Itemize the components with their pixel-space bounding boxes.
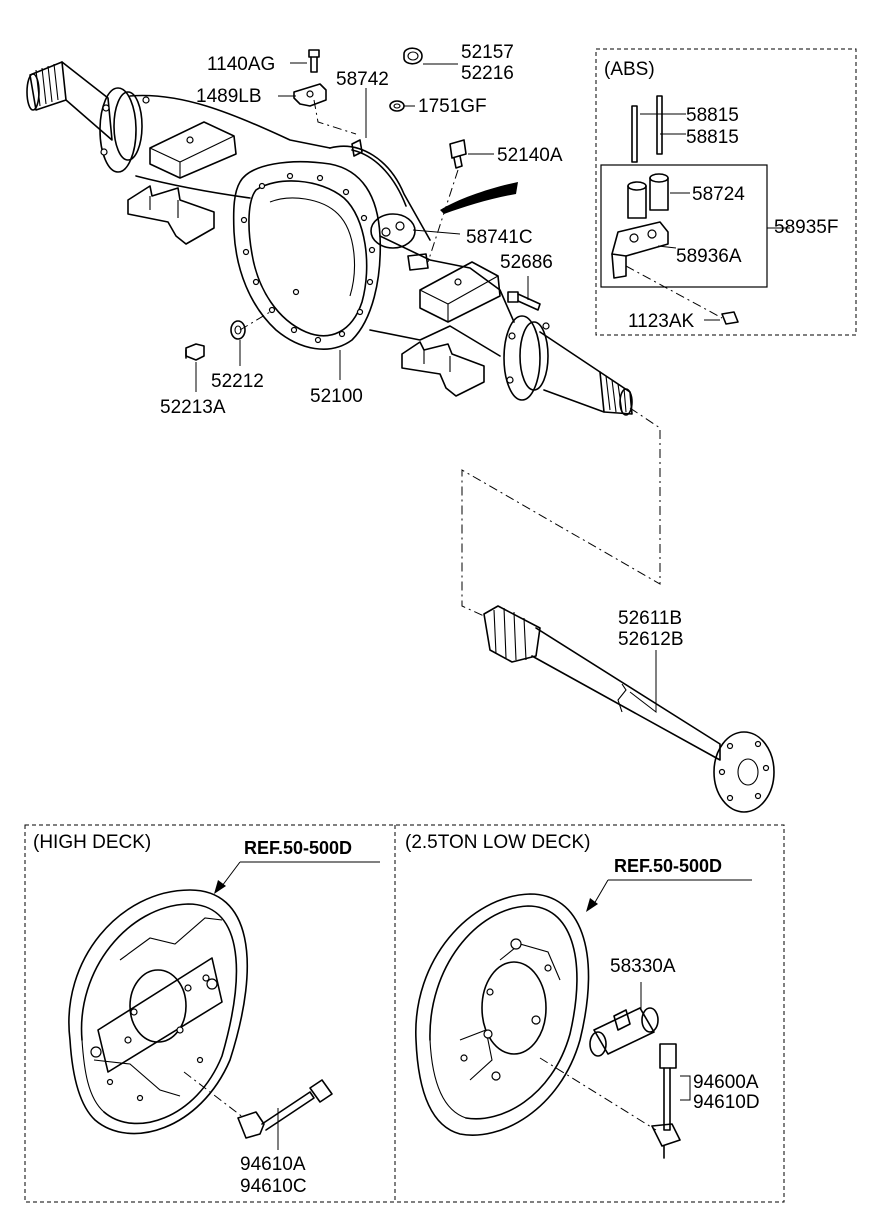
label-58330A: 58330A <box>610 956 676 977</box>
label-58741C: 58741C <box>466 227 533 248</box>
plug-52213A-icon <box>185 343 205 361</box>
bolt-52686-icon <box>507 291 541 311</box>
low-deck-ref: REF.50-500D <box>614 856 722 876</box>
label-52612B: 52612B <box>618 629 684 650</box>
arrow-indicator-icon <box>440 182 518 214</box>
label-58742: 58742 <box>336 69 389 90</box>
abs-bracket-icon <box>611 221 669 279</box>
abs-label-58936A: 58936A <box>676 246 742 267</box>
abs-label-58935F: 58935F <box>774 217 838 238</box>
cap-52157-icon <box>403 47 423 65</box>
breather-52140A-icon <box>449 139 467 169</box>
abs-sensor-kit-box <box>600 164 768 288</box>
low-deck-title: (2.5TON LOW DECK) <box>405 832 590 853</box>
label-94610D: 94610D <box>693 1092 760 1113</box>
washer-1751GF-icon <box>389 100 405 112</box>
high-deck-title: (HIGH DECK) <box>33 832 151 853</box>
bottom-group-box <box>24 824 785 1203</box>
label-52212: 52212 <box>211 371 264 392</box>
wheel-cylinder-58330A-icon <box>589 1007 659 1057</box>
label-52157: 52157 <box>461 42 514 63</box>
label-52611B: 52611B <box>618 608 682 629</box>
label-94610A: 94610A <box>240 1154 306 1175</box>
label-94610C: 94610C <box>240 1176 307 1197</box>
label-52100: 52100 <box>310 386 363 407</box>
sensor-94600A-icon <box>651 1043 681 1159</box>
abs-screw-icon <box>721 311 739 325</box>
clamp-1489LB-icon <box>293 83 327 107</box>
label-1751GF: 1751GF <box>418 96 487 117</box>
high-deck-ref: REF.50-500D <box>244 838 352 858</box>
label-52213A: 52213A <box>160 397 226 418</box>
abs-group-box <box>595 48 857 336</box>
abs-sleeves-icon <box>627 173 669 219</box>
label-1489LB: 1489LB <box>196 86 262 107</box>
abs-label-58815-b: 58815 <box>686 127 739 148</box>
axle-shaft-drawing <box>483 605 775 813</box>
low-deck-panel: (2.5TON LOW DECK) REF.50-500D 58330A <box>405 832 760 1159</box>
axle-housing-drawing <box>26 61 633 416</box>
abs-label-58724: 58724 <box>692 184 745 205</box>
gasket-52212-icon <box>230 320 246 340</box>
high-deck-panel: (HIGH DECK) REF.50-500D 94610A 94610C <box>33 832 380 1197</box>
abs-pins-icon <box>631 95 663 163</box>
label-52216: 52216 <box>461 63 514 84</box>
label-52686: 52686 <box>500 252 553 273</box>
abs-label-1123AK: 1123AK <box>628 311 695 332</box>
abs-label-58815-a: 58815 <box>686 105 739 126</box>
bolt-1140AG-icon <box>308 49 320 73</box>
abs-title: (ABS) <box>604 59 655 80</box>
label-94600A: 94600A <box>693 1072 759 1093</box>
label-52140A: 52140A <box>497 145 563 166</box>
shaft-link-dashline <box>461 407 661 617</box>
label-1140AG: 1140AG <box>207 54 275 75</box>
